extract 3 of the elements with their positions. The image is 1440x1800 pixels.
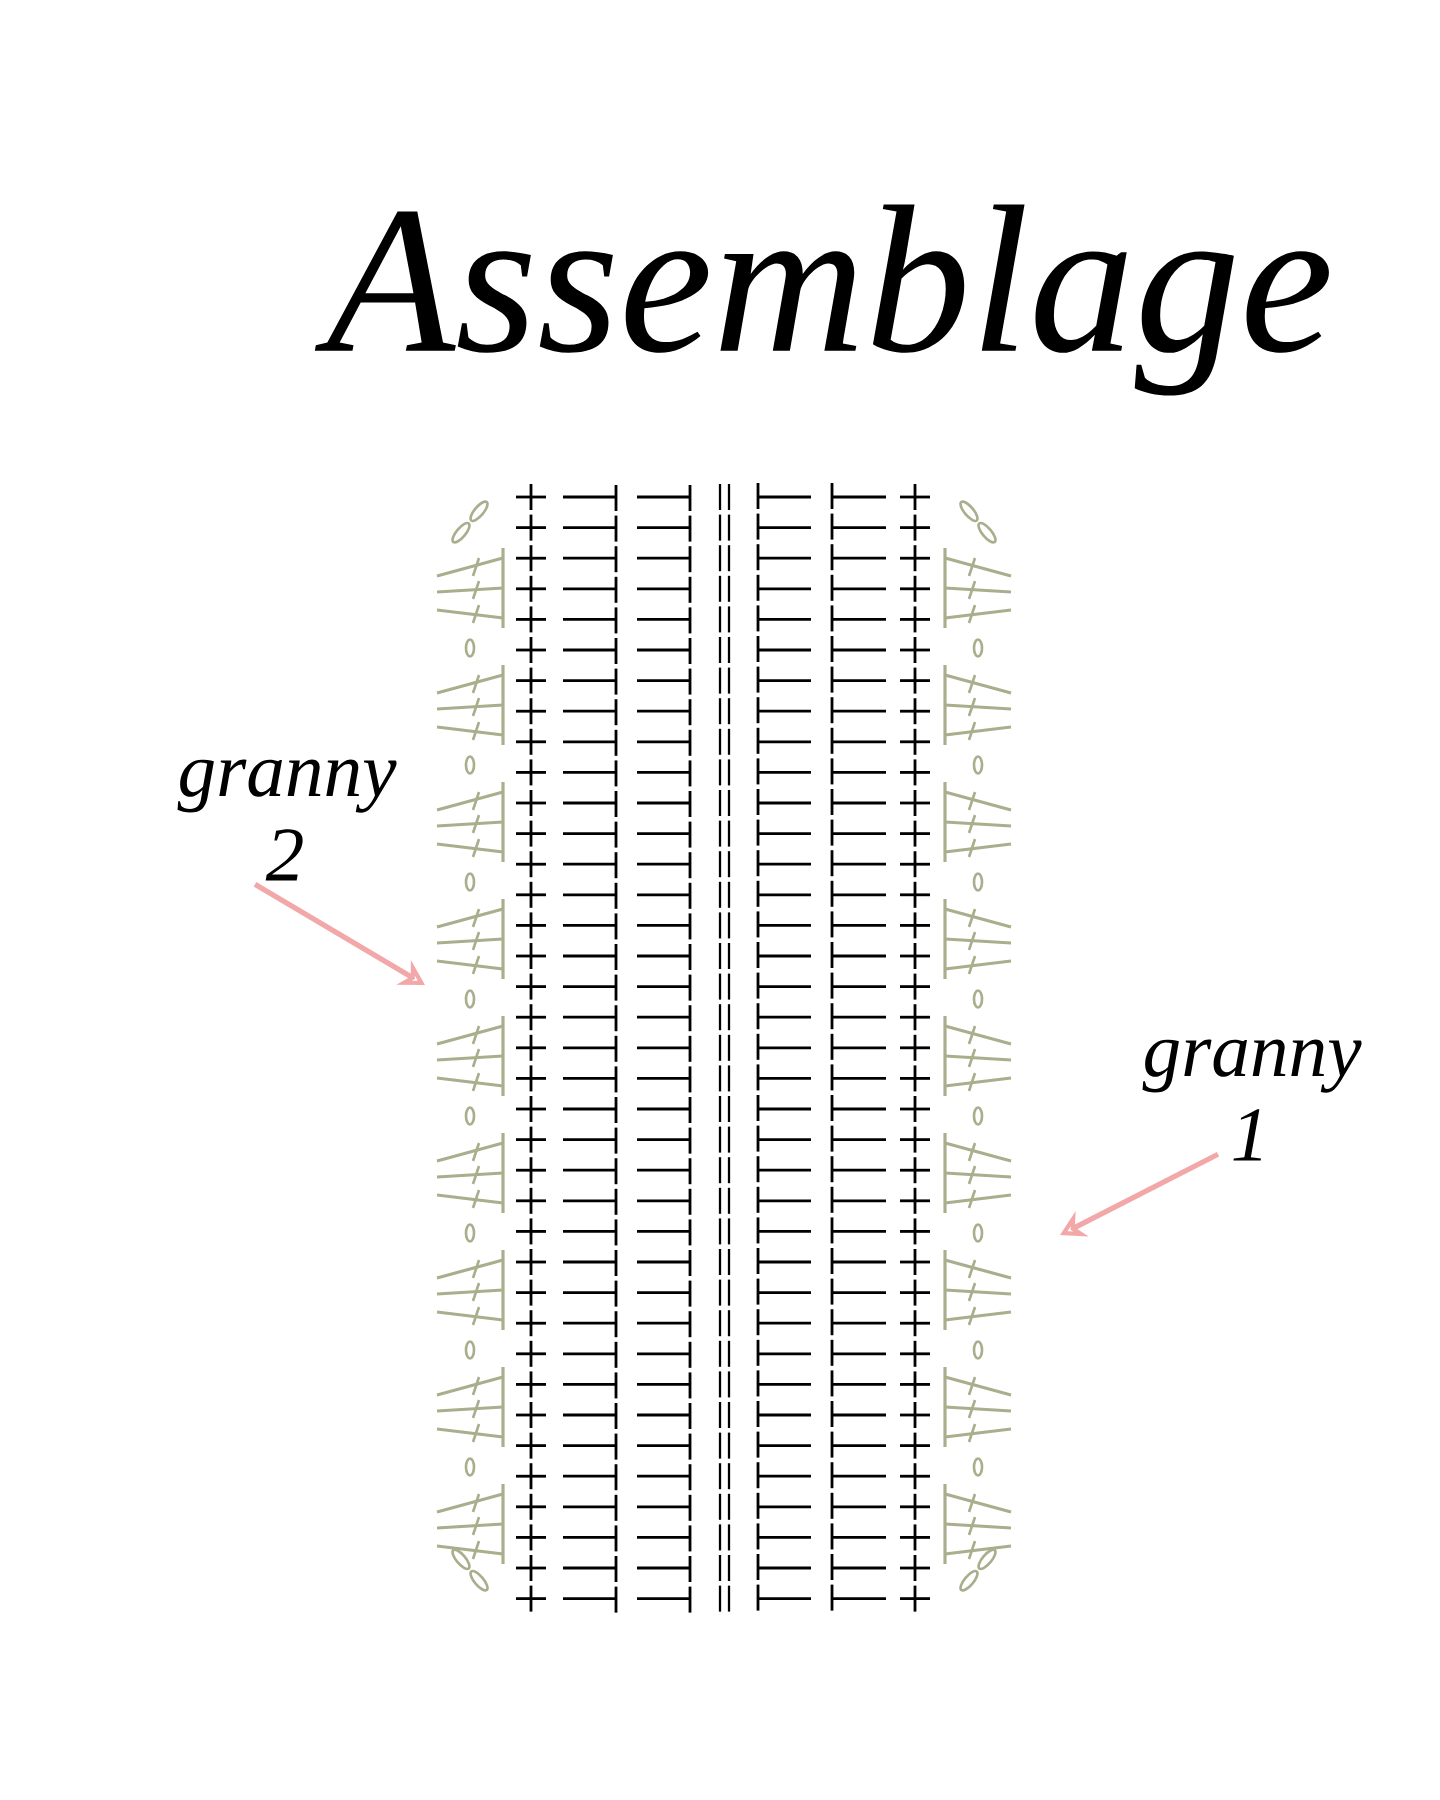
handwritten-label: granny 1 bbox=[1142, 1039, 1362, 1161]
handwritten-label: granny 2 bbox=[177, 759, 397, 881]
title: Assemblage bbox=[314, 204, 1329, 396]
